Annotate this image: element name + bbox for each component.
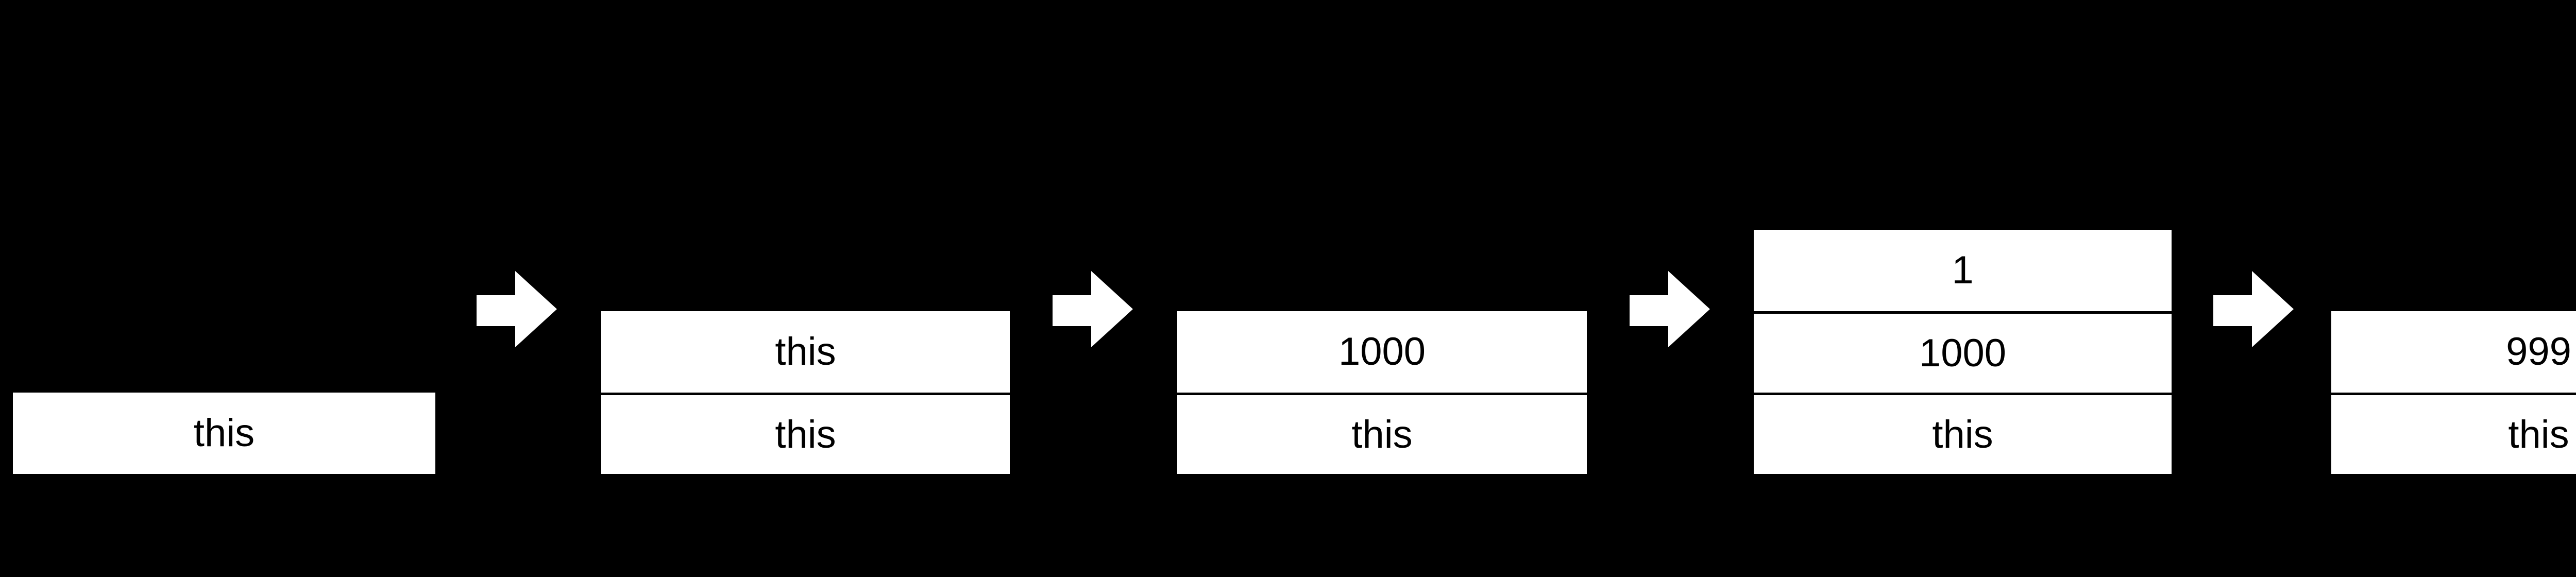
- stack-state-3: 1000 this: [1177, 311, 1587, 474]
- stack-cell: 1000: [1177, 311, 1587, 393]
- stack-cell: this: [13, 393, 435, 474]
- stack-cell: this: [601, 393, 1010, 474]
- stack-cell: 1000: [1754, 311, 2172, 393]
- arrow-right-icon: [1053, 271, 1133, 347]
- stack-state-1: this: [13, 393, 435, 474]
- stack-cell: this: [1754, 393, 2172, 474]
- stack-cell: this: [601, 311, 1010, 393]
- arrow-right-icon: [477, 271, 557, 347]
- stack-cell: this: [1177, 393, 1587, 474]
- arrow-right-icon: [1630, 271, 1710, 347]
- arrow-right-icon: [2213, 271, 2294, 347]
- stack-state-5: 999 this: [2331, 311, 2576, 474]
- stack-state-4: 1 1000 this: [1754, 230, 2172, 474]
- stack-cell: 1: [1754, 230, 2172, 311]
- stack-state-2: this this: [601, 311, 1010, 474]
- stack-cell: 999: [2331, 311, 2576, 393]
- stack-cell: this: [2331, 393, 2576, 474]
